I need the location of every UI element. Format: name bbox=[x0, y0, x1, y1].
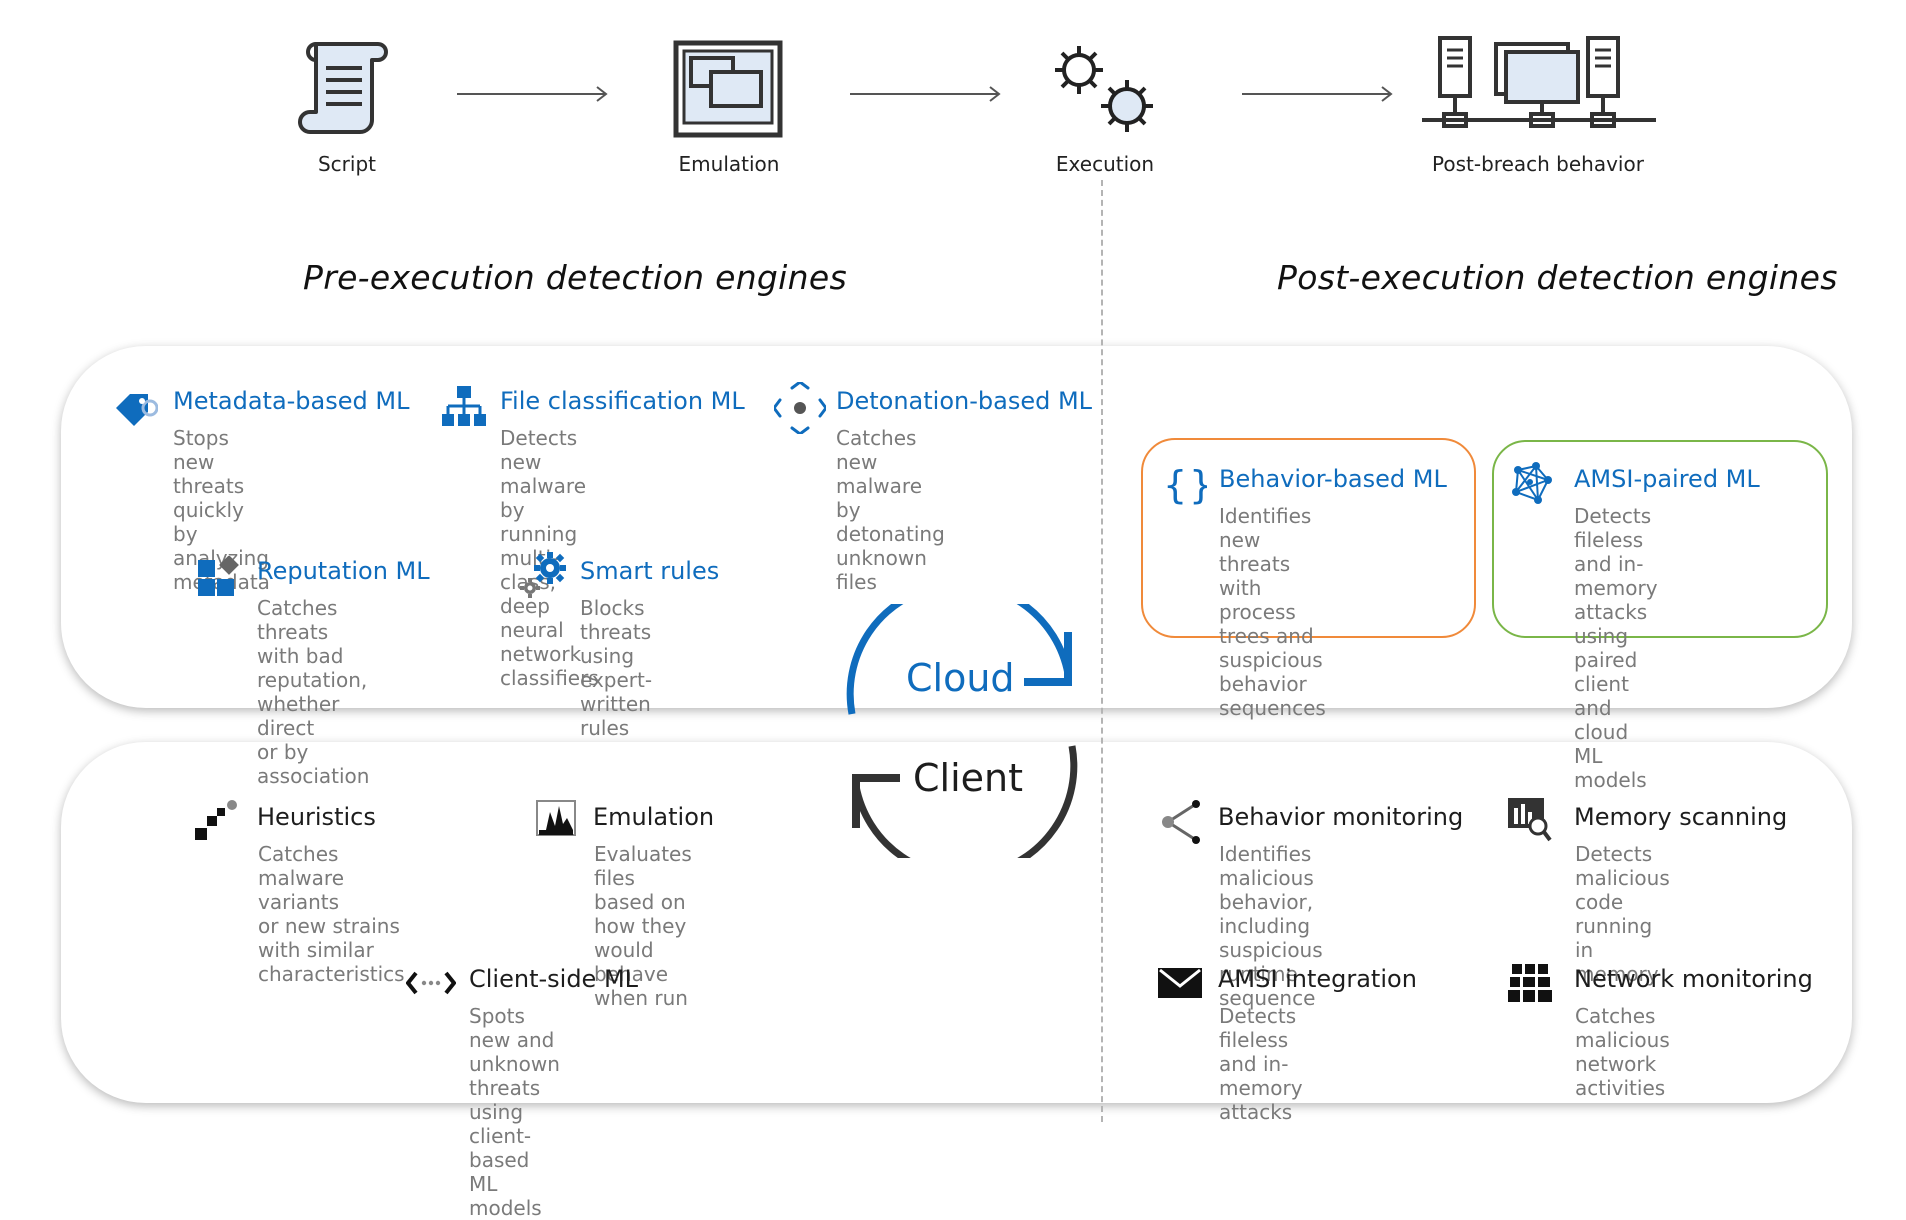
svg-text:{: { bbox=[1163, 463, 1187, 506]
engine-desc: Stops new threats quickly by analyzing m… bbox=[173, 426, 270, 594]
execution-gears-icon bbox=[1055, 46, 1153, 132]
emulation-window-icon bbox=[673, 40, 783, 138]
engine-desc: Identifies new threats with process tree… bbox=[1219, 504, 1326, 720]
engine-title: Behavior monitoring bbox=[1218, 803, 1464, 831]
braces-icon: { } bbox=[1163, 463, 1207, 506]
engine-title: File classification ML bbox=[500, 387, 745, 415]
heuristics-icon bbox=[195, 800, 237, 840]
script-scroll-icon bbox=[298, 42, 388, 134]
engine-title: Emulation bbox=[593, 803, 715, 831]
flow-arrow bbox=[850, 86, 1001, 102]
flow-step-script: Script bbox=[317, 152, 376, 176]
memory-scan-icon bbox=[1508, 798, 1552, 842]
execution-divider bbox=[1101, 180, 1103, 1122]
engine-desc: Detects fileless and in- memory attacks bbox=[1219, 1004, 1303, 1124]
network-computers-icon bbox=[1422, 36, 1656, 128]
engine-title: AMSI integration bbox=[1218, 965, 1417, 993]
activity-graph-icon bbox=[536, 800, 576, 836]
engine-title: Smart rules bbox=[580, 557, 720, 585]
share-nodes-icon bbox=[1162, 800, 1200, 844]
firewall-grid-icon bbox=[1508, 964, 1552, 1002]
tag-icon bbox=[116, 394, 158, 426]
engine-desc: Catches threats with bad reputation, whe… bbox=[257, 596, 370, 788]
client-label: Client bbox=[913, 756, 1024, 800]
engine-title: Metadata-based ML bbox=[173, 387, 410, 415]
engine-desc: Detects malicious code running in memory bbox=[1575, 842, 1670, 986]
engine-desc: Blocks threats using expert-written rule… bbox=[580, 596, 653, 740]
envelope-icon bbox=[1158, 968, 1202, 998]
behavior-ml-card bbox=[1141, 438, 1476, 638]
engine-desc: Evaluates files based on how they would … bbox=[594, 842, 692, 1010]
hierarchy-icon bbox=[442, 386, 486, 426]
engine-title: Reputation ML bbox=[257, 557, 430, 585]
detonation-icon bbox=[774, 382, 826, 434]
engine-desc: Catches malware variants or new strains … bbox=[258, 842, 405, 986]
engine-title: Network monitoring bbox=[1574, 965, 1813, 993]
flow-step-execution: Execution bbox=[1055, 152, 1155, 176]
cloud-label: Cloud bbox=[906, 656, 1015, 700]
amsi-ml-card bbox=[1492, 440, 1828, 638]
mesh-network-icon bbox=[1512, 462, 1552, 504]
svg-text:}: } bbox=[1189, 463, 1207, 506]
reputation-blocks-icon bbox=[198, 556, 239, 596]
engine-title: AMSI-paired ML bbox=[1574, 465, 1760, 493]
gears-icon bbox=[520, 552, 566, 598]
flow-arrow bbox=[1242, 86, 1393, 102]
engine-title: Detonation-based ML bbox=[836, 387, 1093, 415]
engine-title: Client-side ML bbox=[469, 965, 639, 993]
engine-desc: Detects new malware by running multi-cla… bbox=[500, 426, 599, 690]
pre-execution-title: Pre-execution detection engines bbox=[303, 258, 847, 297]
engine-desc: Spots new and unknown threats using clie… bbox=[469, 1004, 560, 1220]
flow-step-post-breach: Post-breach behavior bbox=[1432, 152, 1644, 176]
engine-desc: Identifies malicious behavior, including… bbox=[1219, 842, 1323, 1010]
engine-desc: Catches malicious network activities bbox=[1575, 1004, 1670, 1100]
flow-arrow bbox=[457, 86, 608, 102]
engine-desc: Detects fileless and in- memory attacks … bbox=[1574, 504, 1658, 792]
engine-title: Behavior-based ML bbox=[1219, 465, 1447, 493]
flow-step-emulation: Emulation bbox=[678, 152, 780, 176]
engine-title: Memory scanning bbox=[1574, 803, 1788, 831]
client-panel bbox=[61, 742, 1852, 1103]
cloud-client-cycle bbox=[846, 604, 1078, 858]
engine-title: Heuristics bbox=[257, 803, 376, 831]
post-execution-title: Post-execution detection engines bbox=[1277, 258, 1838, 297]
engine-desc: Catches new malware by detonating unknow… bbox=[836, 426, 945, 594]
code-arrows-icon bbox=[406, 971, 456, 995]
